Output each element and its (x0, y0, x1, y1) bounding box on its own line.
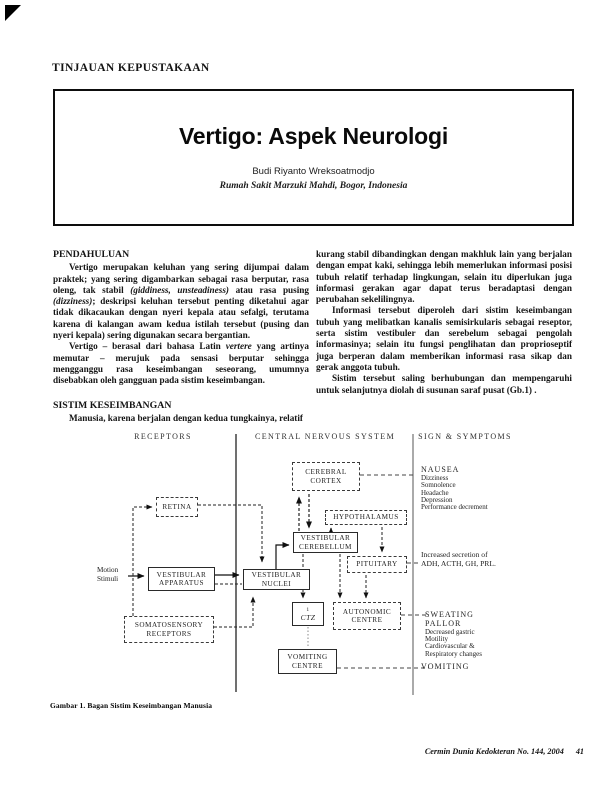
paragraph: Informasi tersebut diperoleh dari sistim… (316, 305, 572, 372)
sign-nausea: NAUSEA (421, 465, 460, 474)
motion-stimuli-label: Motion Stimuli (97, 566, 119, 583)
page-number: 41 (575, 747, 584, 756)
signs-nausea-group: NAUSEA Dizziness Somnolence Headache Dep… (421, 465, 488, 512)
column-header-receptors: RECEPTORS (134, 432, 192, 441)
page-footer: Cermin Dunia Kedokteran No. 144, 2004 41 (425, 747, 584, 756)
page-title: Vertigo: Aspek Neurologi (178, 123, 449, 149)
box-somatosensory-receptors: SOMATOSENSORY RECEPTORS (124, 616, 214, 643)
column-header-signs: SIGN & SYMPTOMS (418, 432, 512, 441)
box-cerebral-cortex: CEREBRAL CORTEX (292, 462, 360, 491)
text-column-left: PENDAHULUAN Vertigo merupakan keluhan ya… (53, 249, 309, 424)
column-header-cns: CENTRAL NERVOUS SYSTEM (255, 432, 396, 441)
paragraph: Sistim tersebut saling berhubungan dan m… (316, 373, 572, 395)
box-ctz: 1 CTZ (292, 602, 324, 626)
box-vestibular-cerebellum: VESTIBULAR CEREBELLUM (293, 532, 358, 553)
balance-system-diagram: RECEPTORS CENTRAL NERVOUS SYSTEM SIGN & … (45, 428, 575, 696)
page-corner-mark (5, 5, 21, 21)
author-name: Budi Riyanto Wreksoatmodjo (252, 166, 375, 177)
paragraph: Vertigo merupakan keluhan yang sering di… (53, 262, 309, 341)
title-box: Vertigo: Aspek Neurologi Budi Riyanto Wr… (53, 89, 574, 226)
sign-pallor: PALLOR (425, 618, 462, 628)
text-column-right: kurang stabil dibandingkan dengan makhlu… (316, 249, 572, 396)
ctz-label: CTZ (300, 613, 316, 622)
author-affiliation: Rumah Sakit Marzuki Mahdi, Bogor, Indone… (219, 181, 408, 191)
paragraph: Manusia, karena berjalan dengan kedua tu… (69, 412, 303, 423)
box-autonomic-centre: AUTONOMIC CENTRE (333, 602, 401, 630)
heading-pendahuluan: PENDAHULUAN (53, 249, 130, 260)
box-vomiting-centre: VOMITING CENTRE (278, 649, 337, 674)
paragraph: Vertigo – berasal dari bahasa Latin vert… (53, 341, 309, 386)
paragraph: kurang stabil dibandingkan dengan makhlu… (316, 249, 572, 305)
box-vestibular-apparatus: VESTIBULAR APPARATUS (148, 567, 215, 591)
heading-sistim-keseimbangan: SISTIM KESEIMBANGAN (53, 399, 172, 411)
box-retina: RETINA (156, 497, 198, 517)
section-kicker: TINJAUAN KEPUSTAKAAN (52, 62, 210, 74)
signs-autonomic-group: SWEATING PALLOR Decreased gastric Motili… (425, 610, 482, 658)
box-vestibular-nuclei: VESTIBULAR NUCLEI (243, 569, 310, 590)
box-hypothalamus: HYPOTHALAMUS (325, 510, 407, 525)
signs-secretion-group: Increased secretion of ADH, ACTH, GH, PR… (421, 550, 496, 568)
sign-sweating: SWEATING (425, 610, 474, 619)
box-pituitary: PITUITARY (347, 556, 407, 573)
sign-vomiting: VOMITING (421, 662, 470, 671)
journal-reference: Cermin Dunia Kedokteran No. 144, 2004 (424, 747, 564, 756)
ctz-footnote-mark: 1 (306, 607, 310, 613)
figure-caption: Gambar 1. Bagan Sistim Keseimbangan Manu… (50, 701, 213, 710)
